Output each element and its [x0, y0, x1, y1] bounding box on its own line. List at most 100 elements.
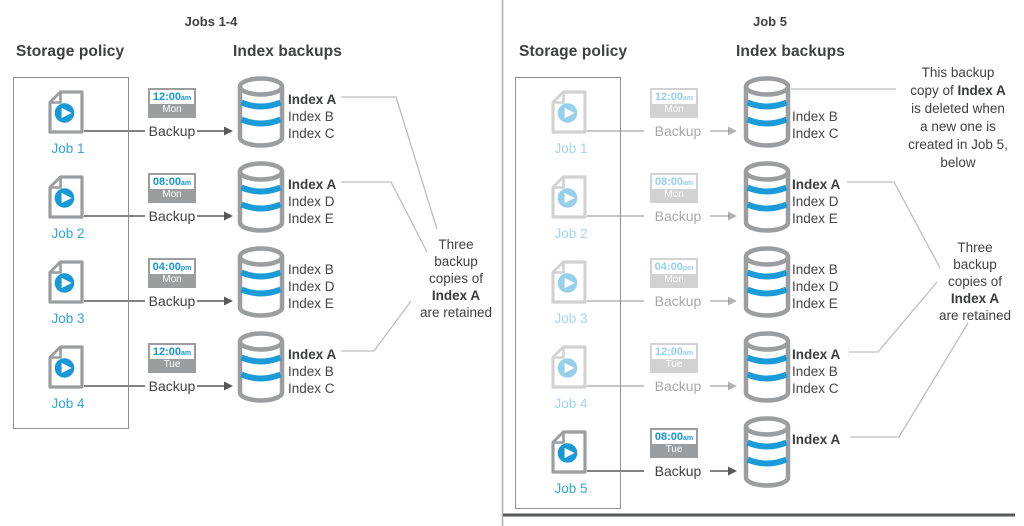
badge-meridiem: am [683, 435, 694, 442]
schedule-badge: 12:00am Mon [650, 88, 698, 118]
backup-label: Backup [654, 293, 702, 309]
left-panel-title: Jobs 1-4 [184, 14, 238, 29]
annotation-line: Three [957, 240, 993, 255]
database-icon [743, 246, 791, 318]
index-label: Index B [288, 109, 334, 124]
backup-label: Backup [654, 208, 702, 224]
job-file-icon [551, 345, 587, 389]
badge-time: 08:00 [152, 176, 181, 188]
annotation-line: created in Job 5, [908, 137, 1008, 152]
schedule-badge: 12:00am Mon [148, 88, 196, 118]
index-label: Index B [792, 262, 838, 277]
database-icon [237, 76, 285, 148]
schedule-badge: 08:00am Mon [148, 173, 196, 203]
left-connectors [84, 130, 225, 387]
left-storage-policy-box [13, 77, 129, 429]
annotation-line: This backup [921, 65, 995, 80]
badge-time: 12:00 [152, 91, 181, 103]
right-faded-arrowheads [728, 126, 737, 391]
schedule-badge: 08:00am Mon [650, 173, 698, 203]
badge-day: Mon [652, 274, 696, 286]
badge-time: 04:00 [152, 261, 181, 273]
backup-label: Backup [654, 378, 702, 394]
index-label: Index A [288, 347, 337, 362]
badge-day: Tue [150, 359, 194, 371]
left-storage-policy-heading: Storage policy [16, 43, 125, 60]
job-label: Job 1 [554, 141, 588, 156]
database-icon [743, 76, 791, 148]
badge-time: 12:00 [152, 346, 181, 358]
badge-time: 04:00 [654, 261, 683, 273]
annotation-line: are retained [938, 308, 1012, 323]
index-label: Index C [792, 126, 839, 141]
index-label: Index B [792, 109, 838, 124]
job-label: Job 4 [554, 396, 588, 411]
left-index-backups-heading: Index backups [233, 43, 342, 60]
index-label: Index A [288, 177, 337, 192]
database-icon [743, 416, 791, 488]
badge-day: Mon [150, 274, 194, 286]
backup-label: Backup [148, 293, 196, 309]
badge-day: Mon [652, 189, 696, 201]
backup-label: Backup [148, 378, 196, 394]
job-label: Job 3 [554, 311, 588, 326]
annotation-line: below [940, 155, 976, 170]
job-file-icon [48, 260, 84, 304]
badge-day: Mon [150, 189, 194, 201]
index-label: Index E [288, 296, 334, 311]
database-icon [237, 161, 285, 233]
annotation-line: copy of Index A [910, 83, 1006, 98]
badge-time: 12:00 [654, 346, 683, 358]
left-arrowheads [224, 126, 233, 391]
badge-meridiem: am [181, 180, 192, 187]
job-file-icon [551, 90, 587, 134]
right-row5-arrowhead [728, 466, 737, 476]
badge-meridiem: pm [180, 265, 192, 272]
schedule-badge: 12:00am Tue [650, 343, 698, 373]
annotation-line: backup [434, 254, 478, 269]
badge-time: 08:00 [654, 176, 683, 188]
index-label: Index B [288, 364, 334, 379]
right-storage-policy-heading: Storage policy [519, 43, 628, 60]
badge-day: Tue [652, 359, 696, 371]
backup-label: Backup [148, 123, 196, 139]
badge-day: Mon [652, 104, 696, 116]
job-file-icon [551, 260, 587, 304]
annotation-line: is deleted when [911, 101, 1005, 116]
annotation-line: copies of [947, 274, 1003, 289]
index-label: Index D [792, 279, 839, 294]
backup-label: Backup [654, 463, 702, 479]
badge-meridiem: am [181, 95, 192, 102]
index-label: Index B [792, 364, 838, 379]
right-faded-connectors [587, 130, 729, 387]
job-label: Job 4 [51, 396, 85, 411]
right-storage-policy-box [515, 77, 621, 509]
retained-annotation: Three backup copies of Index A are retai… [919, 239, 1024, 324]
index-label: Index D [288, 279, 335, 294]
index-label: Index C [288, 126, 335, 141]
index-label: Index E [288, 211, 334, 226]
badge-meridiem: am [683, 95, 694, 102]
index-label: Index D [288, 194, 335, 209]
annotation-line: Index A [431, 288, 481, 303]
index-label: Index A [792, 177, 841, 192]
badge-day: Mon [150, 104, 194, 116]
annotation-line: are retained [419, 305, 493, 320]
badge-day: Tue [652, 444, 696, 456]
job-label: Job 2 [51, 226, 85, 241]
backup-label: Backup [654, 123, 702, 139]
backup-label: Backup [148, 208, 196, 224]
job-file-icon [48, 345, 84, 389]
schedule-badge: 04:00pm Mon [650, 258, 698, 288]
badge-meridiem: am [181, 350, 192, 357]
database-icon [237, 331, 285, 403]
index-label: Index C [792, 381, 839, 396]
index-label: Index E [792, 211, 838, 226]
schedule-badge: 08:00am Tue [650, 428, 698, 458]
right-panel-title: Job 5 [753, 14, 787, 29]
job-label: Job 5 [554, 481, 588, 496]
annotation-leader-lines [341, 88, 969, 438]
index-label: Index A [288, 92, 337, 107]
index-label: Index D [792, 194, 839, 209]
schedule-badge: 04:00pm Mon [148, 258, 196, 288]
